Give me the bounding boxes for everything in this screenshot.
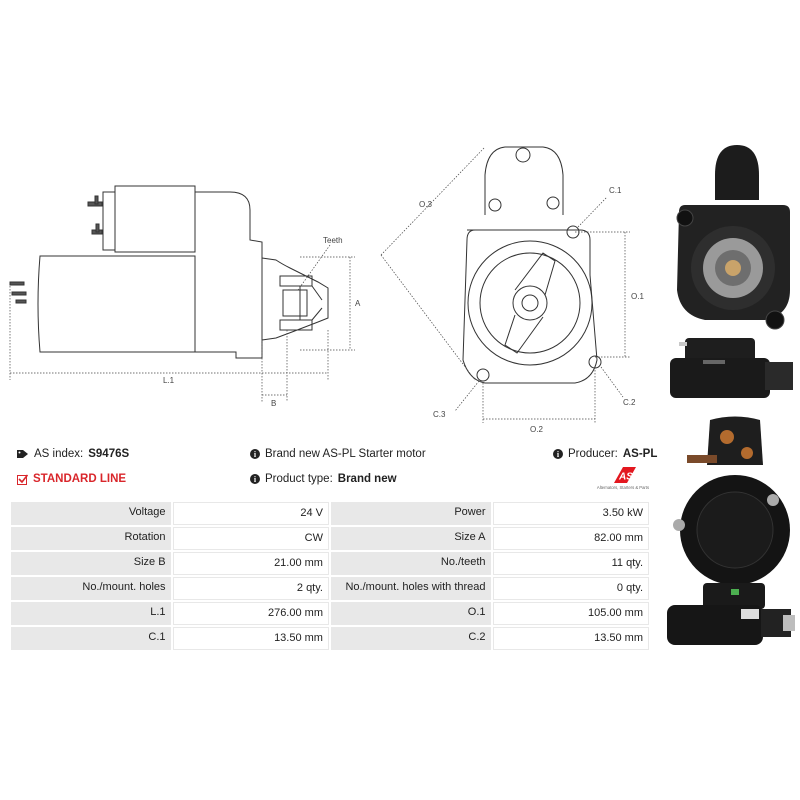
dim-label-o3: O.3 (419, 200, 432, 209)
front-view-drawing: O.3 O.1 O.2 C.1 C.2 C.3 (380, 146, 644, 434)
producer-value: AS-PL (622, 448, 658, 460)
spec-label: O.1 (330, 602, 491, 625)
spec-value: 2 qty. (172, 577, 329, 600)
logo-tagline: Alternators, Starters & Parts (596, 485, 650, 490)
product-type-value: Brand new (337, 473, 397, 485)
product-photo-front (676, 145, 790, 330)
dim-label-l1: L.1 (163, 376, 175, 385)
standard-line: STANDARD LINE (17, 473, 126, 485)
product-photo-rear (673, 416, 790, 585)
as-index: AS index: S9476S (17, 448, 129, 460)
spec-value: 276.00 mm (172, 602, 329, 625)
spec-label: No./mount. holes (11, 577, 171, 600)
spec-value: 3.50 kW (492, 502, 649, 525)
brand-text: Brand new AS-PL Starter motor (265, 448, 426, 460)
dim-label-a: A (355, 299, 361, 308)
info-icon: i (250, 449, 260, 459)
spec-value: 13.50 mm (172, 627, 329, 650)
info-icon: i (553, 449, 563, 459)
as-index-label: AS index: (34, 448, 84, 460)
logo-mark: AS (614, 467, 636, 483)
dim-label-b: B (271, 399, 276, 408)
spec-label: Voltage (11, 502, 171, 525)
dim-label-o2: O.2 (530, 425, 543, 434)
spec-label: Rotation (11, 527, 171, 550)
side-view-drawing: L.1 B A Teeth (9, 185, 361, 408)
brand-info: i Brand new AS-PL Starter motor (250, 448, 426, 460)
product-type: i Product type: Brand new (250, 473, 397, 485)
dim-label-o1: O.1 (631, 292, 644, 301)
product-photo-side-2 (667, 583, 795, 645)
as-pl-logo: AS Alternators, Starters & Parts (588, 466, 658, 496)
dim-label-c1: C.1 (609, 186, 622, 195)
logo-text: AS (618, 472, 633, 483)
spec-label: Power (330, 502, 491, 525)
producer-label: Producer: (568, 448, 618, 460)
dim-label-c3: C.3 (433, 410, 446, 419)
spec-label: No./mount. holes with thread (330, 577, 491, 600)
checkbox-icon (17, 474, 28, 485)
spec-label: L.1 (11, 602, 171, 625)
standard-line-label: STANDARD LINE (33, 473, 127, 485)
spec-value: 21.00 mm (172, 552, 329, 575)
spec-value: 13.50 mm (492, 627, 649, 650)
spec-label: Size A (330, 527, 491, 550)
dim-label-c2: C.2 (623, 398, 636, 407)
spec-value: CW (172, 527, 329, 550)
spec-value: 105.00 mm (492, 602, 649, 625)
info-icon: i (250, 474, 260, 484)
product-photo-side (670, 338, 793, 398)
spec-value: 82.00 mm (492, 527, 649, 550)
spec-label: C.1 (11, 627, 171, 650)
producer: i Producer: AS-PL (553, 448, 657, 460)
spec-label: No./teeth (330, 552, 491, 575)
as-index-value: S9476S (88, 448, 130, 460)
tag-icon (17, 450, 28, 458)
spec-value: 24 V (172, 502, 329, 525)
spec-label: Size B (11, 552, 171, 575)
spec-label: C.2 (330, 627, 491, 650)
spec-value: 11 qty. (492, 552, 649, 575)
spec-value: 0 qty. (492, 577, 649, 600)
dim-label-teeth: Teeth (323, 236, 343, 245)
product-type-label: Product type: (265, 473, 333, 485)
